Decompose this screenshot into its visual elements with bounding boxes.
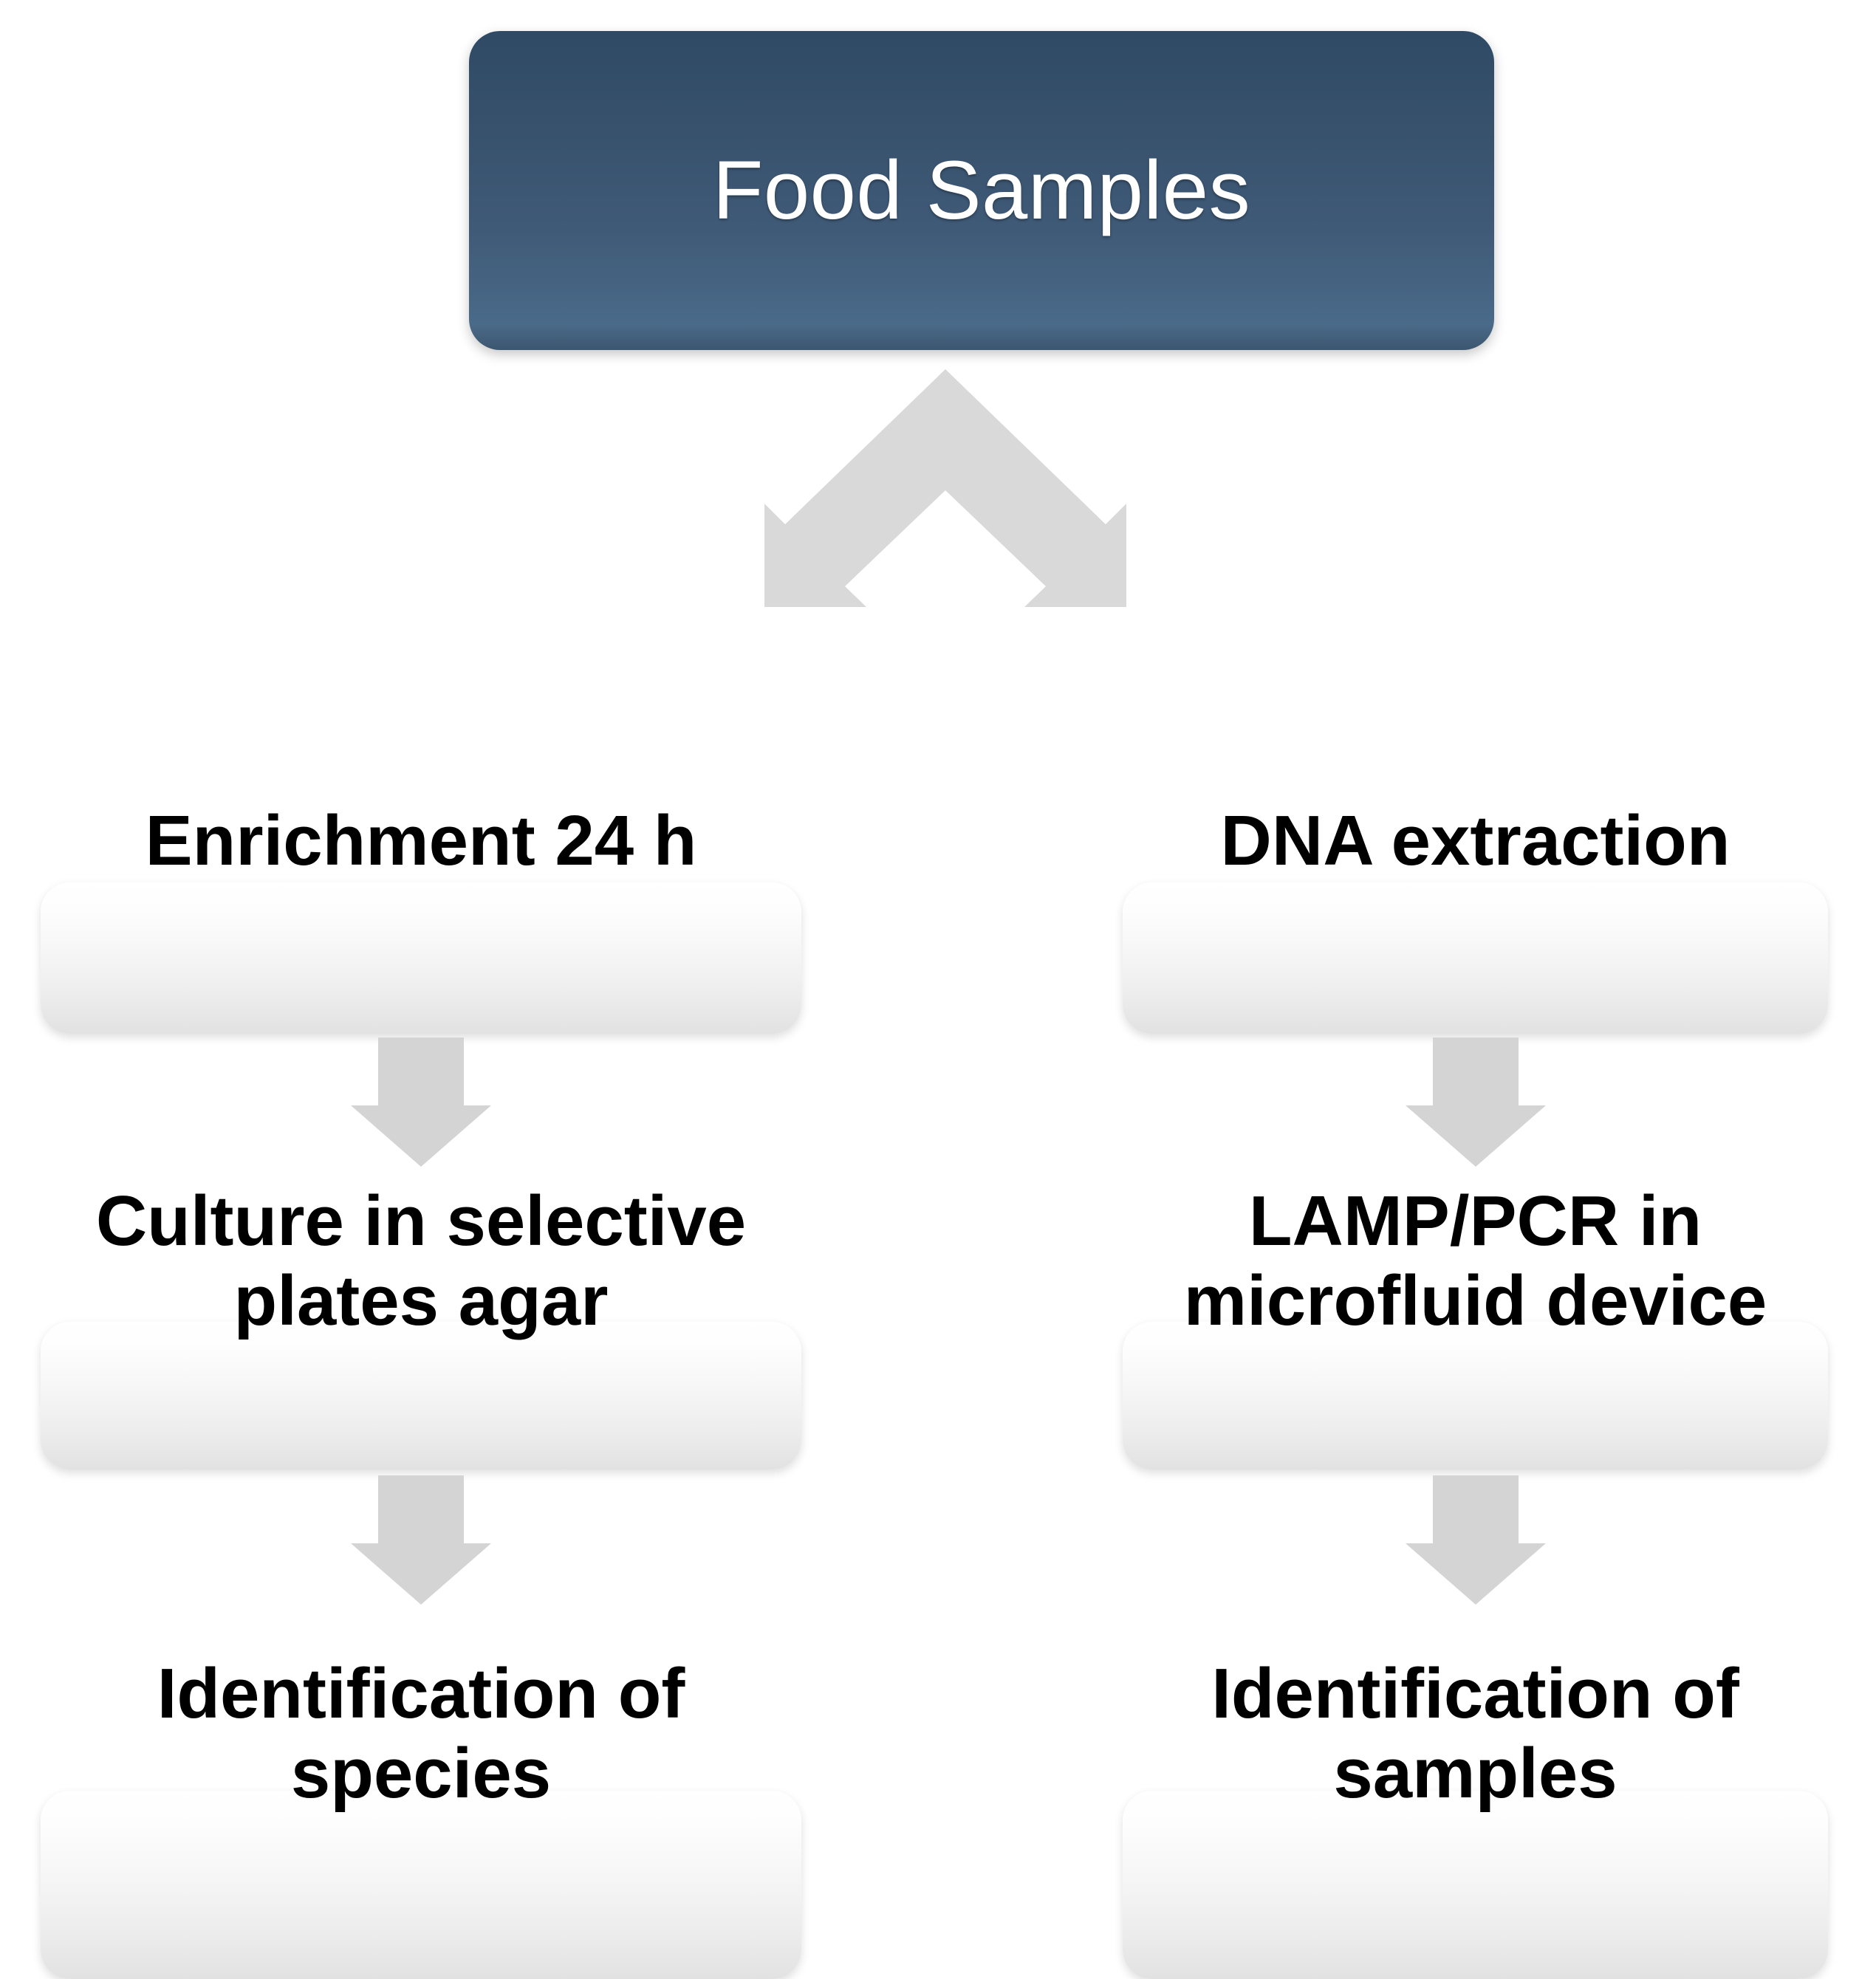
node-lamp-pcr-microfluid-label: LAMP/PCR in microfluid device <box>1183 1181 1767 1340</box>
split-arrow-down-left-right-icon <box>764 363 1126 607</box>
node-identification-species[interactable]: Identification of species <box>41 1654 801 1979</box>
arrow-down-icon-left-2 <box>351 1475 491 1605</box>
node-culture-selective-plates[interactable]: Culture in selective plates agar <box>41 1181 801 1469</box>
node-enrichment-label: Enrichment 24 h <box>145 801 697 880</box>
node-enrichment[interactable]: Enrichment 24 h <box>41 801 801 1034</box>
node-lamp-pcr-microfluid[interactable]: LAMP/PCR in microfluid device <box>1123 1181 1828 1469</box>
node-food-samples[interactable]: Food Samples <box>469 31 1494 350</box>
arrow-down-icon-right-1 <box>1406 1037 1546 1167</box>
node-dna-extraction[interactable]: DNA extraction <box>1123 801 1828 1034</box>
node-dna-extraction-label: DNA extraction <box>1220 801 1730 880</box>
node-identification-samples[interactable]: Identification of samples <box>1123 1654 1828 1979</box>
node-culture-selective-plates-label: Culture in selective plates agar <box>95 1181 747 1340</box>
node-food-samples-label: Food Samples <box>712 144 1251 236</box>
node-identification-species-label: Identification of species <box>157 1654 685 1813</box>
arrow-down-icon-right-2 <box>1406 1475 1546 1605</box>
node-identification-samples-label: Identification of samples <box>1211 1654 1739 1813</box>
arrow-down-icon-left-1 <box>351 1037 491 1167</box>
